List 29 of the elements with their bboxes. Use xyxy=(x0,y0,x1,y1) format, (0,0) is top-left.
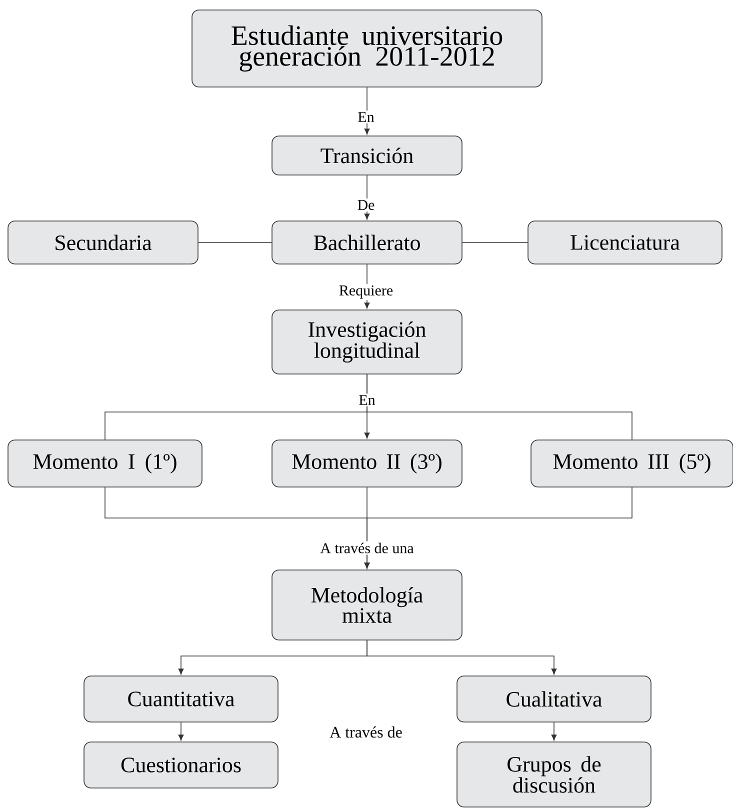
edge-label: En xyxy=(356,110,376,124)
arrow xyxy=(178,722,184,741)
process-box: Momento II (3º) xyxy=(272,440,462,488)
edge-label: En xyxy=(357,394,377,406)
process-box: Metodología mixta xyxy=(272,570,462,640)
edge-label: A través de una xyxy=(318,541,416,555)
process-box: Investigación longitudinal xyxy=(272,310,462,374)
process-box: Secundaria xyxy=(8,220,198,264)
edge-label: Requiere xyxy=(337,284,395,300)
process-box: Cuestionarios xyxy=(84,742,278,788)
process-box: Transición xyxy=(272,136,462,176)
arrow xyxy=(364,175,370,220)
process-box: Licenciatura xyxy=(528,220,722,264)
connector-line xyxy=(198,242,272,243)
edge-label: De xyxy=(356,198,376,212)
arrow xyxy=(364,87,370,135)
process-box: Grupos de discusión xyxy=(456,742,652,808)
arrow xyxy=(366,640,557,675)
process-box: Bachillerato xyxy=(272,220,462,264)
process-box: Cuantitativa xyxy=(84,676,278,722)
connector-line xyxy=(366,374,632,440)
process-box: Momento I (1º) xyxy=(8,440,202,488)
process-box: Momento III (5º) xyxy=(530,440,733,488)
arrow xyxy=(364,487,632,569)
process-box: Estudiante universitario generación 2011-2012 xyxy=(192,10,542,88)
process-box: Cualitativa xyxy=(456,676,652,722)
connector-line xyxy=(462,242,528,243)
arrow xyxy=(551,722,557,741)
note-text: A través de xyxy=(330,726,402,738)
